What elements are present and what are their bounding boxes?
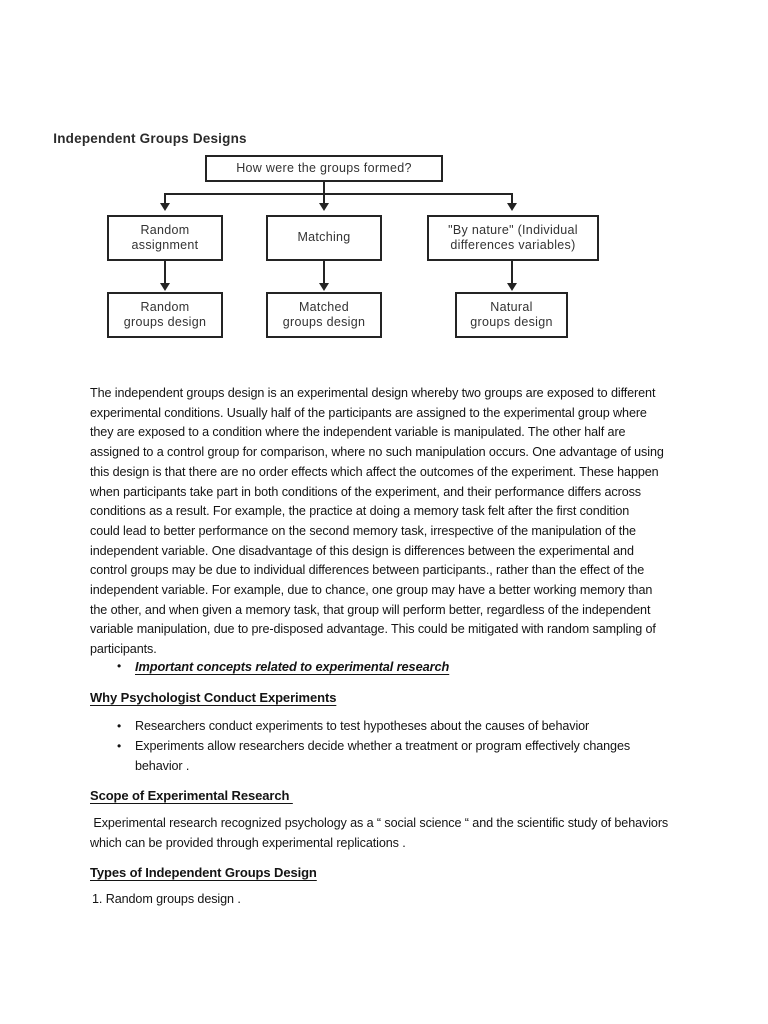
connector-line	[164, 193, 513, 195]
bullet-icon: •	[117, 719, 122, 733]
connector-line	[164, 261, 166, 284]
flowchart-result-box-natural-groups: Natural groups design	[455, 292, 568, 338]
bullet-icon: •	[117, 739, 122, 753]
connector-line	[511, 193, 513, 204]
arrow-down-icon	[160, 283, 170, 291]
why-bullet-list: • Researchers conduct experiments to tes…	[117, 716, 630, 776]
main-paragraph: The independent groups design is an expe…	[90, 386, 664, 657]
flowchart-title: Independent Groups Designs	[53, 131, 247, 146]
flowchart-result-box-matched-groups: Matched groups design	[266, 292, 382, 338]
arrow-down-icon	[507, 283, 517, 291]
connector-line	[323, 261, 325, 284]
arrow-down-icon	[319, 203, 329, 211]
scope-heading: Scope of Experimental Research	[90, 788, 293, 803]
flowchart-branch-box-matching: Matching	[266, 215, 382, 261]
important-concepts-label: Important concepts related to experiment…	[135, 659, 450, 674]
why-bullet-item: • Experiments allow researchers decide w…	[117, 736, 630, 776]
why-psychologists-heading: Why Psychologist Conduct Experiments	[90, 690, 337, 705]
connector-line	[323, 181, 325, 195]
flowchart-branch-box-by-nature: "By nature" (Individual differences vari…	[427, 215, 599, 261]
arrow-down-icon	[319, 283, 329, 291]
types-heading: Types of Independent Groups Design	[90, 865, 317, 880]
flowchart-branch-box-random-assignment: Random assignment	[107, 215, 223, 261]
why-bullet-item: • Researchers conduct experiments to tes…	[117, 716, 630, 736]
bullet-icon: •	[117, 659, 122, 673]
why-bullet-text: Experiments allow researchers decide whe…	[135, 739, 631, 773]
connector-line	[323, 193, 325, 204]
connector-line	[164, 193, 166, 204]
arrow-down-icon	[507, 203, 517, 211]
why-bullet-text: Researchers conduct experiments to test …	[135, 719, 590, 733]
connector-line	[511, 261, 513, 284]
flowchart-result-box-random-groups: Random groups design	[107, 292, 223, 338]
scope-paragraph: Experimental research recognized psychol…	[90, 816, 669, 850]
arrow-down-icon	[160, 203, 170, 211]
important-concepts-bullet: • Important concepts related to experime…	[117, 659, 449, 674]
flowchart-root-box: How were the groups formed?	[205, 155, 443, 182]
types-item-1: 1. Random groups design .	[92, 892, 241, 906]
